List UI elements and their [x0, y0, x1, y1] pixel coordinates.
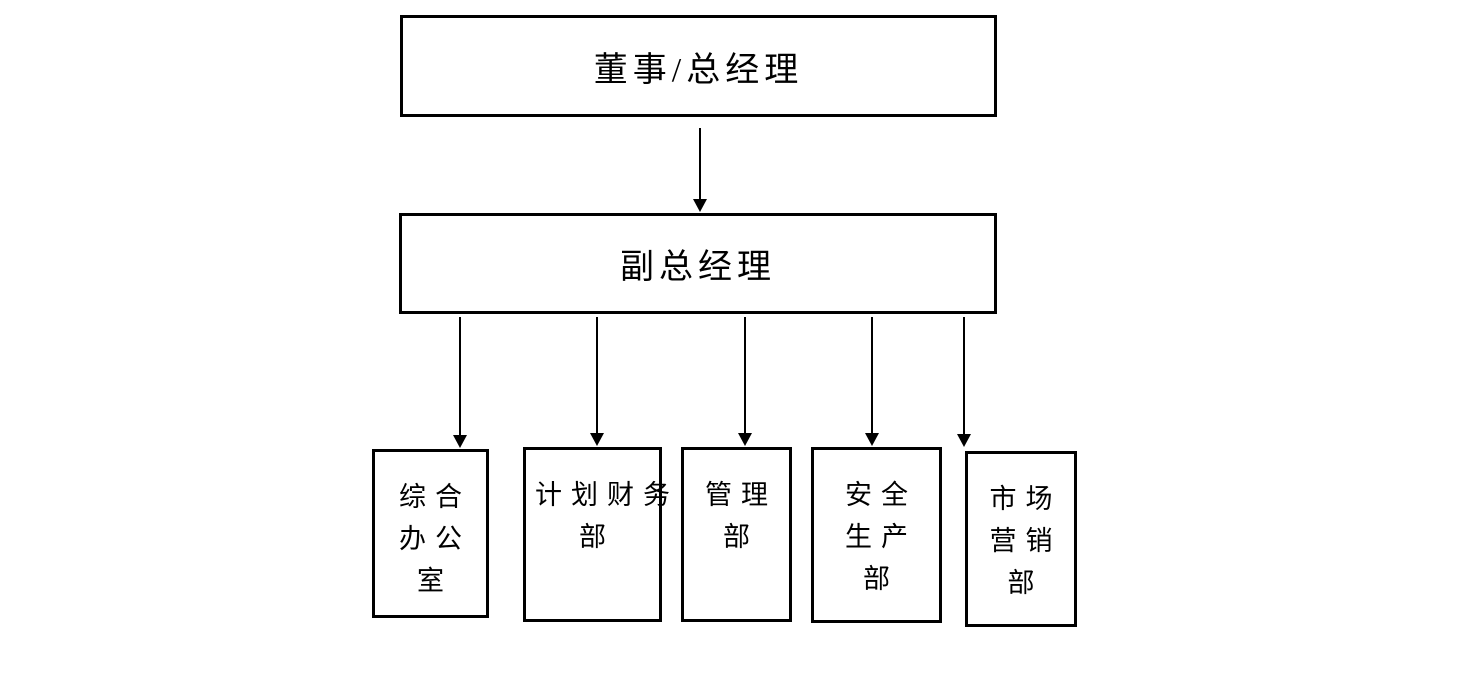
- dept-label-line: 生产: [845, 522, 917, 552]
- node-deputy-general-manager: 副总经理: [399, 213, 997, 314]
- arrowhead-down-icon: [957, 434, 971, 447]
- arrow-shaft: [699, 128, 701, 199]
- arrow-shaft: [963, 317, 965, 434]
- dept-label-line: 部: [1007, 568, 1044, 598]
- dept-label-line: 部: [863, 564, 899, 594]
- arrowhead-down-icon: [590, 433, 604, 446]
- node-dept-general-office: 综合 办公 室: [372, 449, 489, 618]
- dept-label-line: 市场: [989, 484, 1062, 514]
- connector-deputy-to-general-office: [453, 317, 467, 448]
- node-dept-safety-production: 安全 生产 部: [811, 447, 942, 623]
- arrowhead-down-icon: [865, 433, 879, 446]
- dept-label-line: 部: [723, 522, 759, 552]
- node-director-general-manager-label: 董事/总经理: [593, 51, 804, 89]
- arrow-shaft: [871, 317, 873, 433]
- dept-label-line: 综合: [399, 482, 471, 512]
- arrowhead-down-icon: [738, 433, 752, 446]
- node-dept-planning-finance: 计划财务 部: [523, 447, 679, 622]
- connector-deputy-to-planning-finance: [590, 317, 604, 446]
- arrow-shaft: [596, 317, 598, 433]
- arrowhead-down-icon: [453, 435, 467, 448]
- connector-deputy-to-marketing: [957, 317, 971, 447]
- connector-root-to-deputy: [693, 128, 707, 212]
- arrow-shaft: [459, 317, 461, 435]
- dept-label-line: 室: [417, 566, 453, 596]
- node-deputy-general-manager-label: 副总经理: [620, 249, 776, 286]
- dept-label-line: 计划财务: [535, 480, 679, 510]
- dept-label-line: 管理: [705, 480, 777, 510]
- node-director-general-manager: 董事/总经理: [400, 15, 997, 117]
- dept-label-line: 安全: [845, 480, 917, 510]
- arrow-shaft: [744, 317, 746, 433]
- dept-label-line: 营销: [989, 526, 1062, 556]
- node-dept-marketing: 市场 营销 部: [965, 451, 1077, 627]
- dept-label-line: 部: [579, 522, 615, 552]
- connector-deputy-to-safety-production: [865, 317, 879, 446]
- node-dept-management: 管理 部: [681, 447, 792, 622]
- dept-label-line: 办公: [399, 524, 471, 554]
- arrowhead-down-icon: [693, 199, 707, 212]
- connector-deputy-to-management: [738, 317, 752, 446]
